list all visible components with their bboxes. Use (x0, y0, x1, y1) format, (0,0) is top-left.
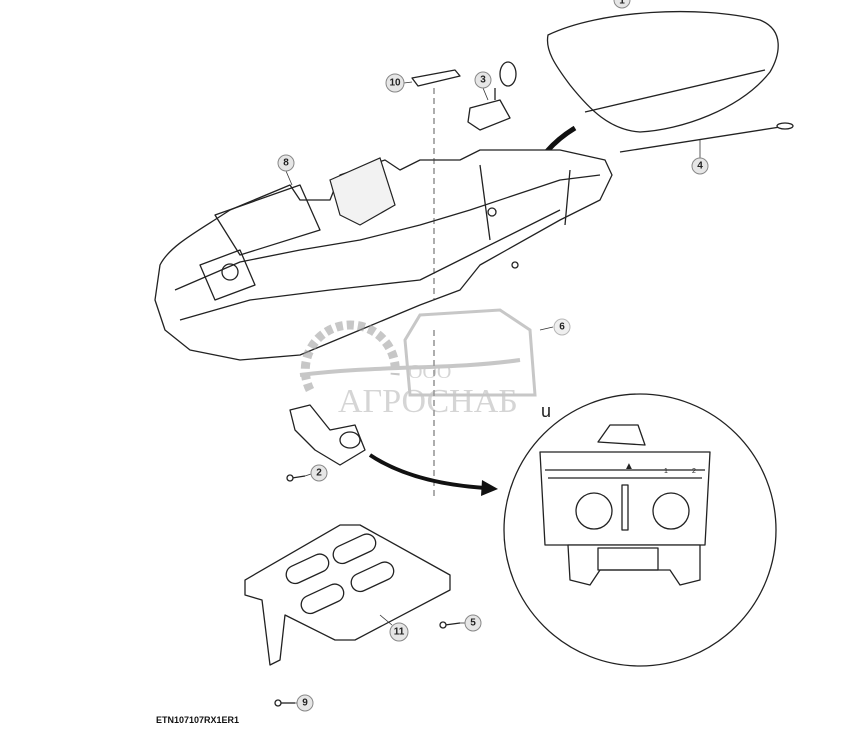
screw-5 (439, 621, 461, 629)
svg-text:4: 4 (697, 161, 703, 172)
watermark-name: АГРОСНАБ (338, 383, 518, 420)
callout-5: 5 (460, 614, 482, 632)
callout-9: 9 (295, 694, 314, 712)
watermark: ООО АГРОСНАБ (299, 308, 537, 420)
callout-8: 8 (277, 154, 295, 186)
cover-part (546, 10, 779, 133)
svg-text:3: 3 (480, 75, 486, 86)
svg-text:10: 10 (389, 78, 401, 89)
stray-text: u (541, 401, 551, 421)
control-unit-part (289, 404, 366, 466)
panel-index-2: 2 (692, 468, 696, 475)
detail-view: ▲ 1 2 (503, 393, 777, 667)
callout-10: 10 (385, 73, 413, 93)
figure-id: ETN107107RX1ER1 (156, 715, 240, 725)
svg-text:▲: ▲ (624, 461, 634, 472)
svg-text:2: 2 (316, 468, 322, 479)
svg-text:6: 6 (559, 322, 565, 333)
housing-part (154, 149, 613, 361)
clip-part (411, 69, 461, 87)
svg-text:1: 1 (619, 0, 625, 7)
detail-arrow (368, 453, 486, 490)
svg-text:5: 5 (470, 618, 476, 629)
screw-2 (286, 474, 306, 482)
svg-text:8: 8 (283, 158, 289, 169)
bracket-part (244, 524, 451, 666)
callout-11: 11 (379, 614, 409, 642)
callout-4: 4 (691, 140, 709, 175)
socket-part (467, 61, 517, 131)
callout-1: 1 (613, 0, 631, 9)
callout-6: 6 (539, 318, 571, 336)
svg-text:9: 9 (302, 698, 308, 709)
screw-9 (274, 699, 295, 707)
panel-index-1: 1 (664, 468, 668, 475)
svg-text:11: 11 (394, 627, 405, 638)
callout-3: 3 (474, 71, 492, 101)
cable-part (619, 122, 794, 153)
watermark-prefix: ООО (408, 361, 451, 383)
callout-2: 2 (304, 464, 328, 482)
